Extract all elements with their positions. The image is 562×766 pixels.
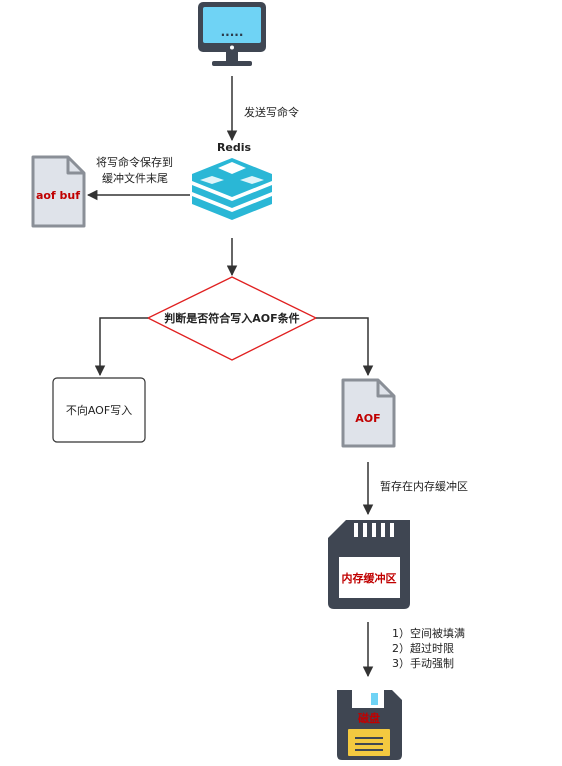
edge-decision-yes <box>316 317 374 377</box>
floppy-disk-icon <box>337 690 402 760</box>
aof-document-icon <box>341 378 396 448</box>
decision-diamond <box>146 276 318 361</box>
flush-reason-2: 2）超过时限 <box>392 641 454 655</box>
edge-label-save-line2: 缓冲文件末尾 <box>102 171 168 185</box>
aof-buf-label: aof buf <box>36 189 80 202</box>
flush-reason-1: 1）空间被填满 <box>392 626 465 640</box>
disk-label: 磁盘 <box>358 711 380 725</box>
sd-card-icon <box>328 520 410 609</box>
edge-label-save-line1: 将写命令保存到 <box>96 155 173 169</box>
edge-decision-no <box>94 317 148 377</box>
redis-icon <box>192 158 272 220</box>
monitor-icon: ..... <box>198 2 266 66</box>
edge-label-temp-store: 暂存在内存缓冲区 <box>380 479 468 493</box>
document-icon <box>31 155 86 228</box>
edge-label-send-write: 发送写命令 <box>244 105 299 119</box>
aof-file-label: AOF <box>355 412 380 425</box>
decision-label: 判断是否符合写入AOF条件 <box>164 311 299 325</box>
flush-reason-3: 3）手动强制 <box>392 656 454 670</box>
memory-buffer-label: 内存缓冲区 <box>342 571 397 585</box>
no-write-label: 不向AOF写入 <box>66 403 132 417</box>
no-write-box <box>52 377 146 443</box>
monitor-screen-text: ..... <box>221 25 244 39</box>
redis-label: Redis <box>217 141 252 154</box>
